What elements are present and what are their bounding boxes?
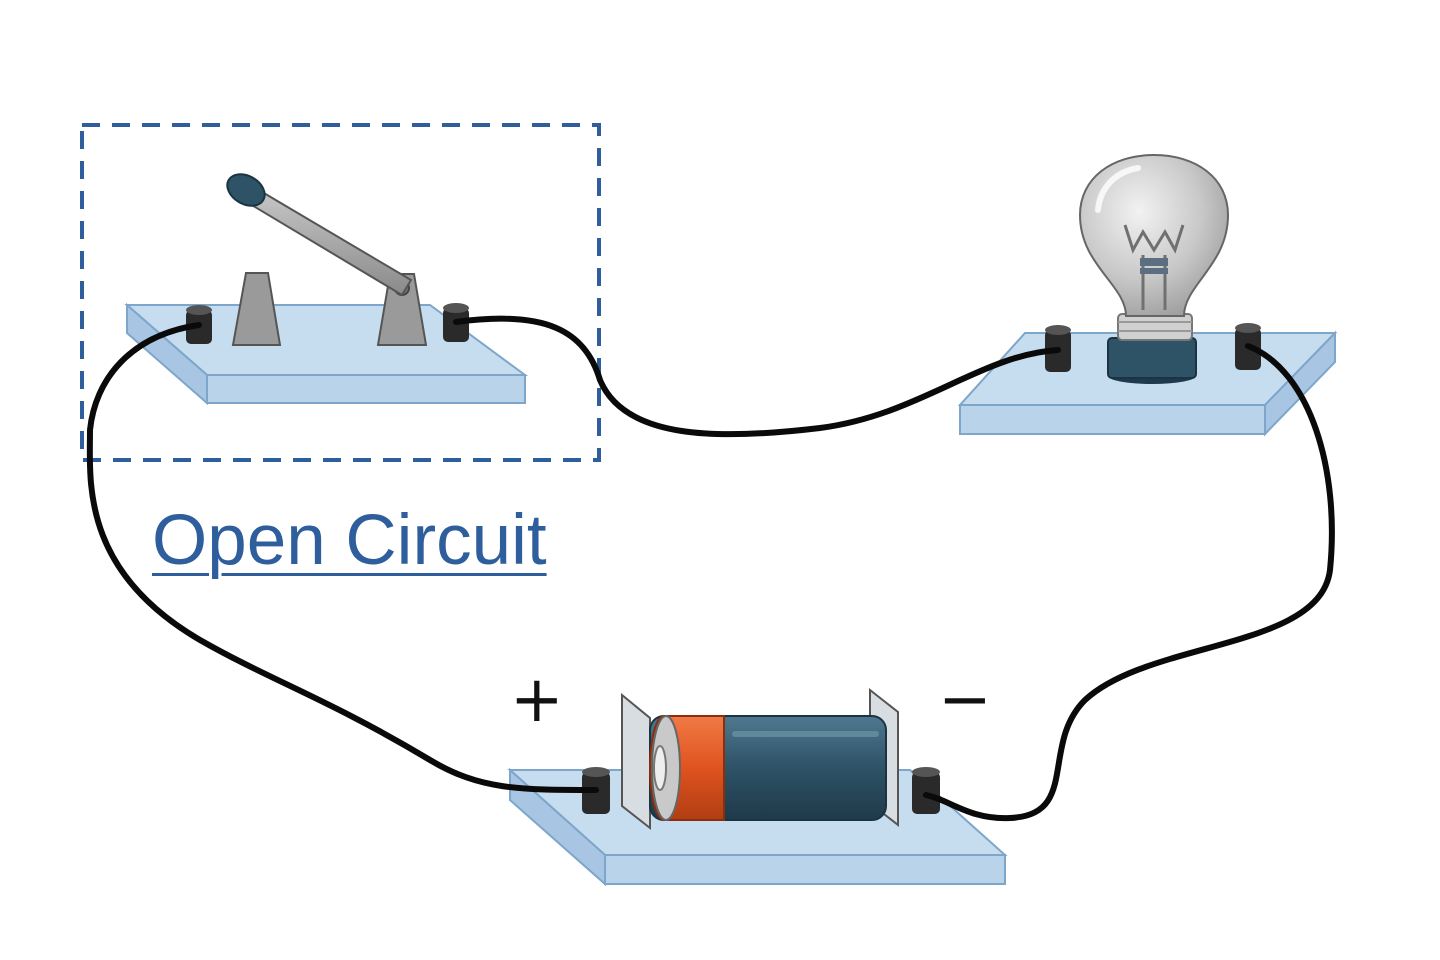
- open-switch-highlight-box: [80, 123, 601, 462]
- wire-bulb-to-battery: [923, 343, 1335, 822]
- battery-cell: [621, 687, 899, 831]
- battery-positive-sign: +: [510, 663, 564, 737]
- wire-switch-to-bulb: [453, 315, 1061, 438]
- switch-contact-post: [231, 272, 282, 346]
- light-bulb: [1078, 153, 1230, 384]
- battery-terminal-negative[interactable]: [912, 767, 940, 814]
- switch-lever[interactable]: [222, 168, 413, 297]
- battery-negative-sign: −: [938, 663, 992, 737]
- open-circuit-title: Open Circuit: [152, 501, 547, 580]
- wire-battery-to-switch: [86, 322, 599, 793]
- switch-board: [124, 302, 529, 406]
